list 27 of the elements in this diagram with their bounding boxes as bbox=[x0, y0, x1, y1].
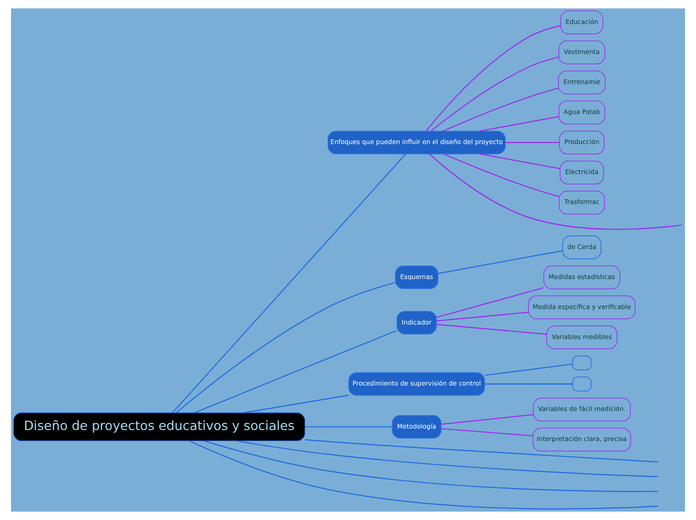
connector bbox=[244, 394, 350, 414]
connector bbox=[443, 154, 560, 198]
node-box: Diseño de proyectos educativos y sociales bbox=[13, 412, 306, 442]
node-box bbox=[572, 356, 592, 370]
connector bbox=[442, 88, 559, 132]
connector bbox=[430, 56, 560, 132]
connector bbox=[176, 282, 396, 414]
connector bbox=[188, 440, 659, 510]
connector bbox=[440, 428, 534, 436]
node-box bbox=[572, 376, 592, 392]
connector bbox=[436, 324, 548, 335]
connector bbox=[480, 116, 560, 132]
connector bbox=[505, 142, 560, 143]
connector bbox=[203, 440, 659, 492]
connector bbox=[426, 25, 561, 132]
connector bbox=[304, 439, 659, 462]
connector bbox=[236, 440, 659, 478]
connector bbox=[480, 154, 561, 170]
connector bbox=[438, 250, 563, 274]
connector bbox=[304, 426, 392, 428]
connector bbox=[172, 154, 406, 414]
connector bbox=[429, 154, 682, 230]
connector bbox=[440, 414, 534, 425]
connector bbox=[484, 364, 573, 376]
connector bbox=[436, 287, 544, 318]
connector bbox=[436, 312, 529, 322]
connector bbox=[194, 330, 398, 414]
